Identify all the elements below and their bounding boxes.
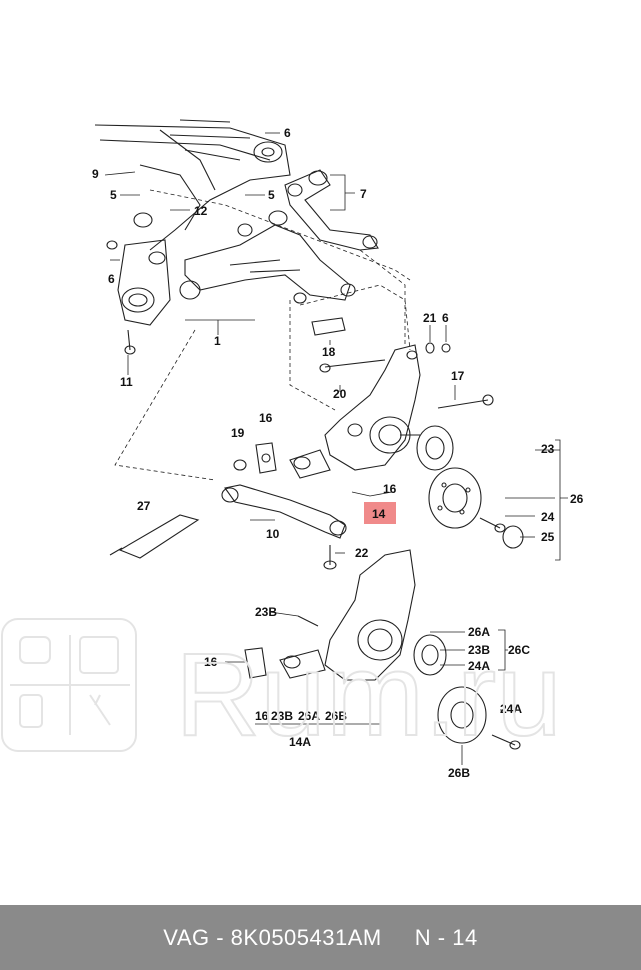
callout-27: 27 bbox=[137, 499, 151, 513]
callout-16-mid: 16 bbox=[383, 482, 397, 496]
callout-17: 17 bbox=[451, 369, 465, 383]
callout-23: 23 bbox=[541, 442, 555, 456]
callout-22: 22 bbox=[355, 546, 369, 560]
callout-row-26b: 26B bbox=[325, 709, 347, 723]
callout-11: 11 bbox=[120, 375, 133, 389]
callout-23b-right: 23B bbox=[468, 643, 490, 657]
footer-bar: VAG - 8K0505431AM N - 14 bbox=[0, 905, 641, 970]
bushing-16-drawing bbox=[233, 442, 277, 474]
upper-arm-drawing bbox=[284, 169, 379, 251]
callout-row-16: 16 bbox=[255, 709, 269, 723]
callout-1: 1 bbox=[214, 334, 221, 348]
callout-6-right: 6 bbox=[442, 311, 449, 325]
bolt-17-drawing bbox=[425, 342, 494, 409]
bushing-bolt-drawing bbox=[311, 317, 386, 373]
callout-19: 19 bbox=[231, 426, 245, 440]
footer-sep: - bbox=[209, 924, 231, 950]
callout-16-lower: 16 bbox=[204, 655, 218, 669]
footer-gap bbox=[382, 925, 415, 951]
callout-7: 7 bbox=[360, 187, 367, 201]
callout-9: 9 bbox=[92, 167, 99, 181]
track-rod-drawing bbox=[221, 484, 347, 539]
subframe-drawing bbox=[94, 119, 291, 251]
callout-row-23b: 23B bbox=[271, 709, 293, 723]
dashed-guides bbox=[114, 189, 411, 481]
callout-5-left: 5 bbox=[110, 188, 117, 202]
bearing-hub-drawing bbox=[416, 425, 524, 549]
knuckle-upper-drawing bbox=[289, 344, 421, 479]
callout-5-right: 5 bbox=[268, 188, 275, 202]
callout-25: 25 bbox=[541, 530, 555, 544]
callout-labels: 6 7 9 5 5 12 6 1 11 21 6 18 20 17 19 16 … bbox=[92, 126, 584, 780]
footer-brand: VAG bbox=[163, 924, 210, 950]
callout-24a-lower: 24A bbox=[500, 702, 522, 716]
leader-lines bbox=[104, 132, 568, 765]
highlight-box bbox=[364, 502, 396, 524]
callout-row-26a: 26A bbox=[298, 709, 320, 723]
callout-16-top: 16 bbox=[259, 411, 273, 425]
callout-26c: 26C bbox=[508, 643, 530, 657]
callout-24: 24 bbox=[541, 510, 555, 524]
callout-18: 18 bbox=[322, 345, 336, 359]
callout-6-left: 6 bbox=[108, 272, 115, 286]
callout-26b-lower: 26B bbox=[448, 766, 470, 780]
callout-6: 6 bbox=[284, 126, 291, 140]
wishbone-drawing bbox=[179, 210, 356, 304]
callout-23b-left: 23B bbox=[255, 605, 277, 619]
callout-14a: 14A bbox=[289, 735, 311, 749]
callout-26: 26 bbox=[570, 492, 584, 506]
footer-ref: N - 14 bbox=[414, 924, 478, 950]
callout-10: 10 bbox=[266, 527, 280, 541]
footer-part-number: 8K0505431AM bbox=[230, 924, 382, 950]
callout-14: 14 bbox=[372, 507, 386, 521]
left-mount-drawing bbox=[106, 212, 171, 355]
callout-24a-right: 24A bbox=[468, 659, 490, 673]
exploded-parts-diagram: 6 7 9 5 5 12 6 1 11 21 6 18 20 17 19 16 … bbox=[92, 119, 584, 780]
callout-12: 12 bbox=[194, 204, 208, 218]
knuckle-lower-drawing bbox=[244, 549, 521, 750]
bolt-22-drawing bbox=[323, 545, 337, 570]
callout-20: 20 bbox=[333, 387, 347, 401]
callout-26a-right: 26A bbox=[468, 625, 490, 639]
callout-21: 21 bbox=[423, 311, 437, 325]
grease-tube-drawing bbox=[109, 514, 200, 559]
